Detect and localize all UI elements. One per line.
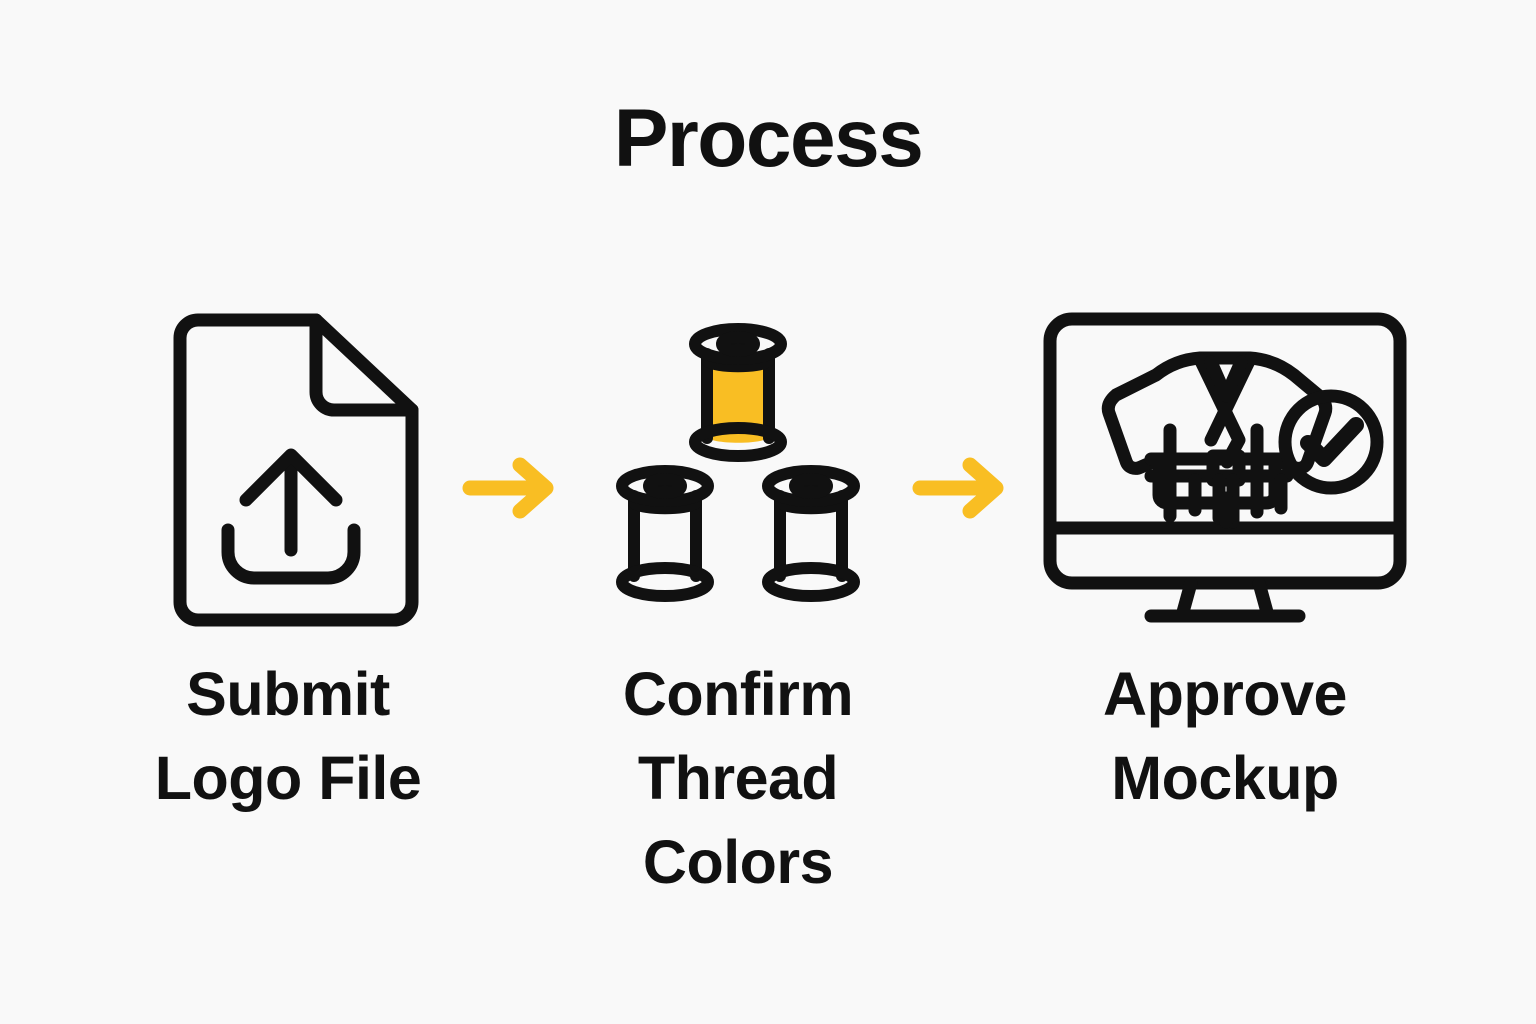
step-submit-logo-file[interactable]: Submit Logo File [108, 300, 468, 940]
step-label: Confirm Thread Colors [622, 660, 854, 896]
upload-file-icon [108, 300, 468, 640]
step-confirm-thread-colors[interactable]: Confirm Thread Colors [558, 300, 918, 940]
step-approve-mockup[interactable]: Approve Mockup [1043, 300, 1407, 940]
page-title: Process [613, 93, 924, 184]
step-label: Submit Logo File [154, 660, 422, 812]
thread-spools-icon [558, 300, 918, 640]
step-label: Approve Mockup [1103, 660, 1347, 812]
arrow-right-icon [912, 455, 1022, 527]
steps-row: Submit Logo File [0, 300, 1536, 940]
arrow-right-icon [462, 455, 572, 527]
monitor-gi-approved-icon [1043, 300, 1407, 640]
